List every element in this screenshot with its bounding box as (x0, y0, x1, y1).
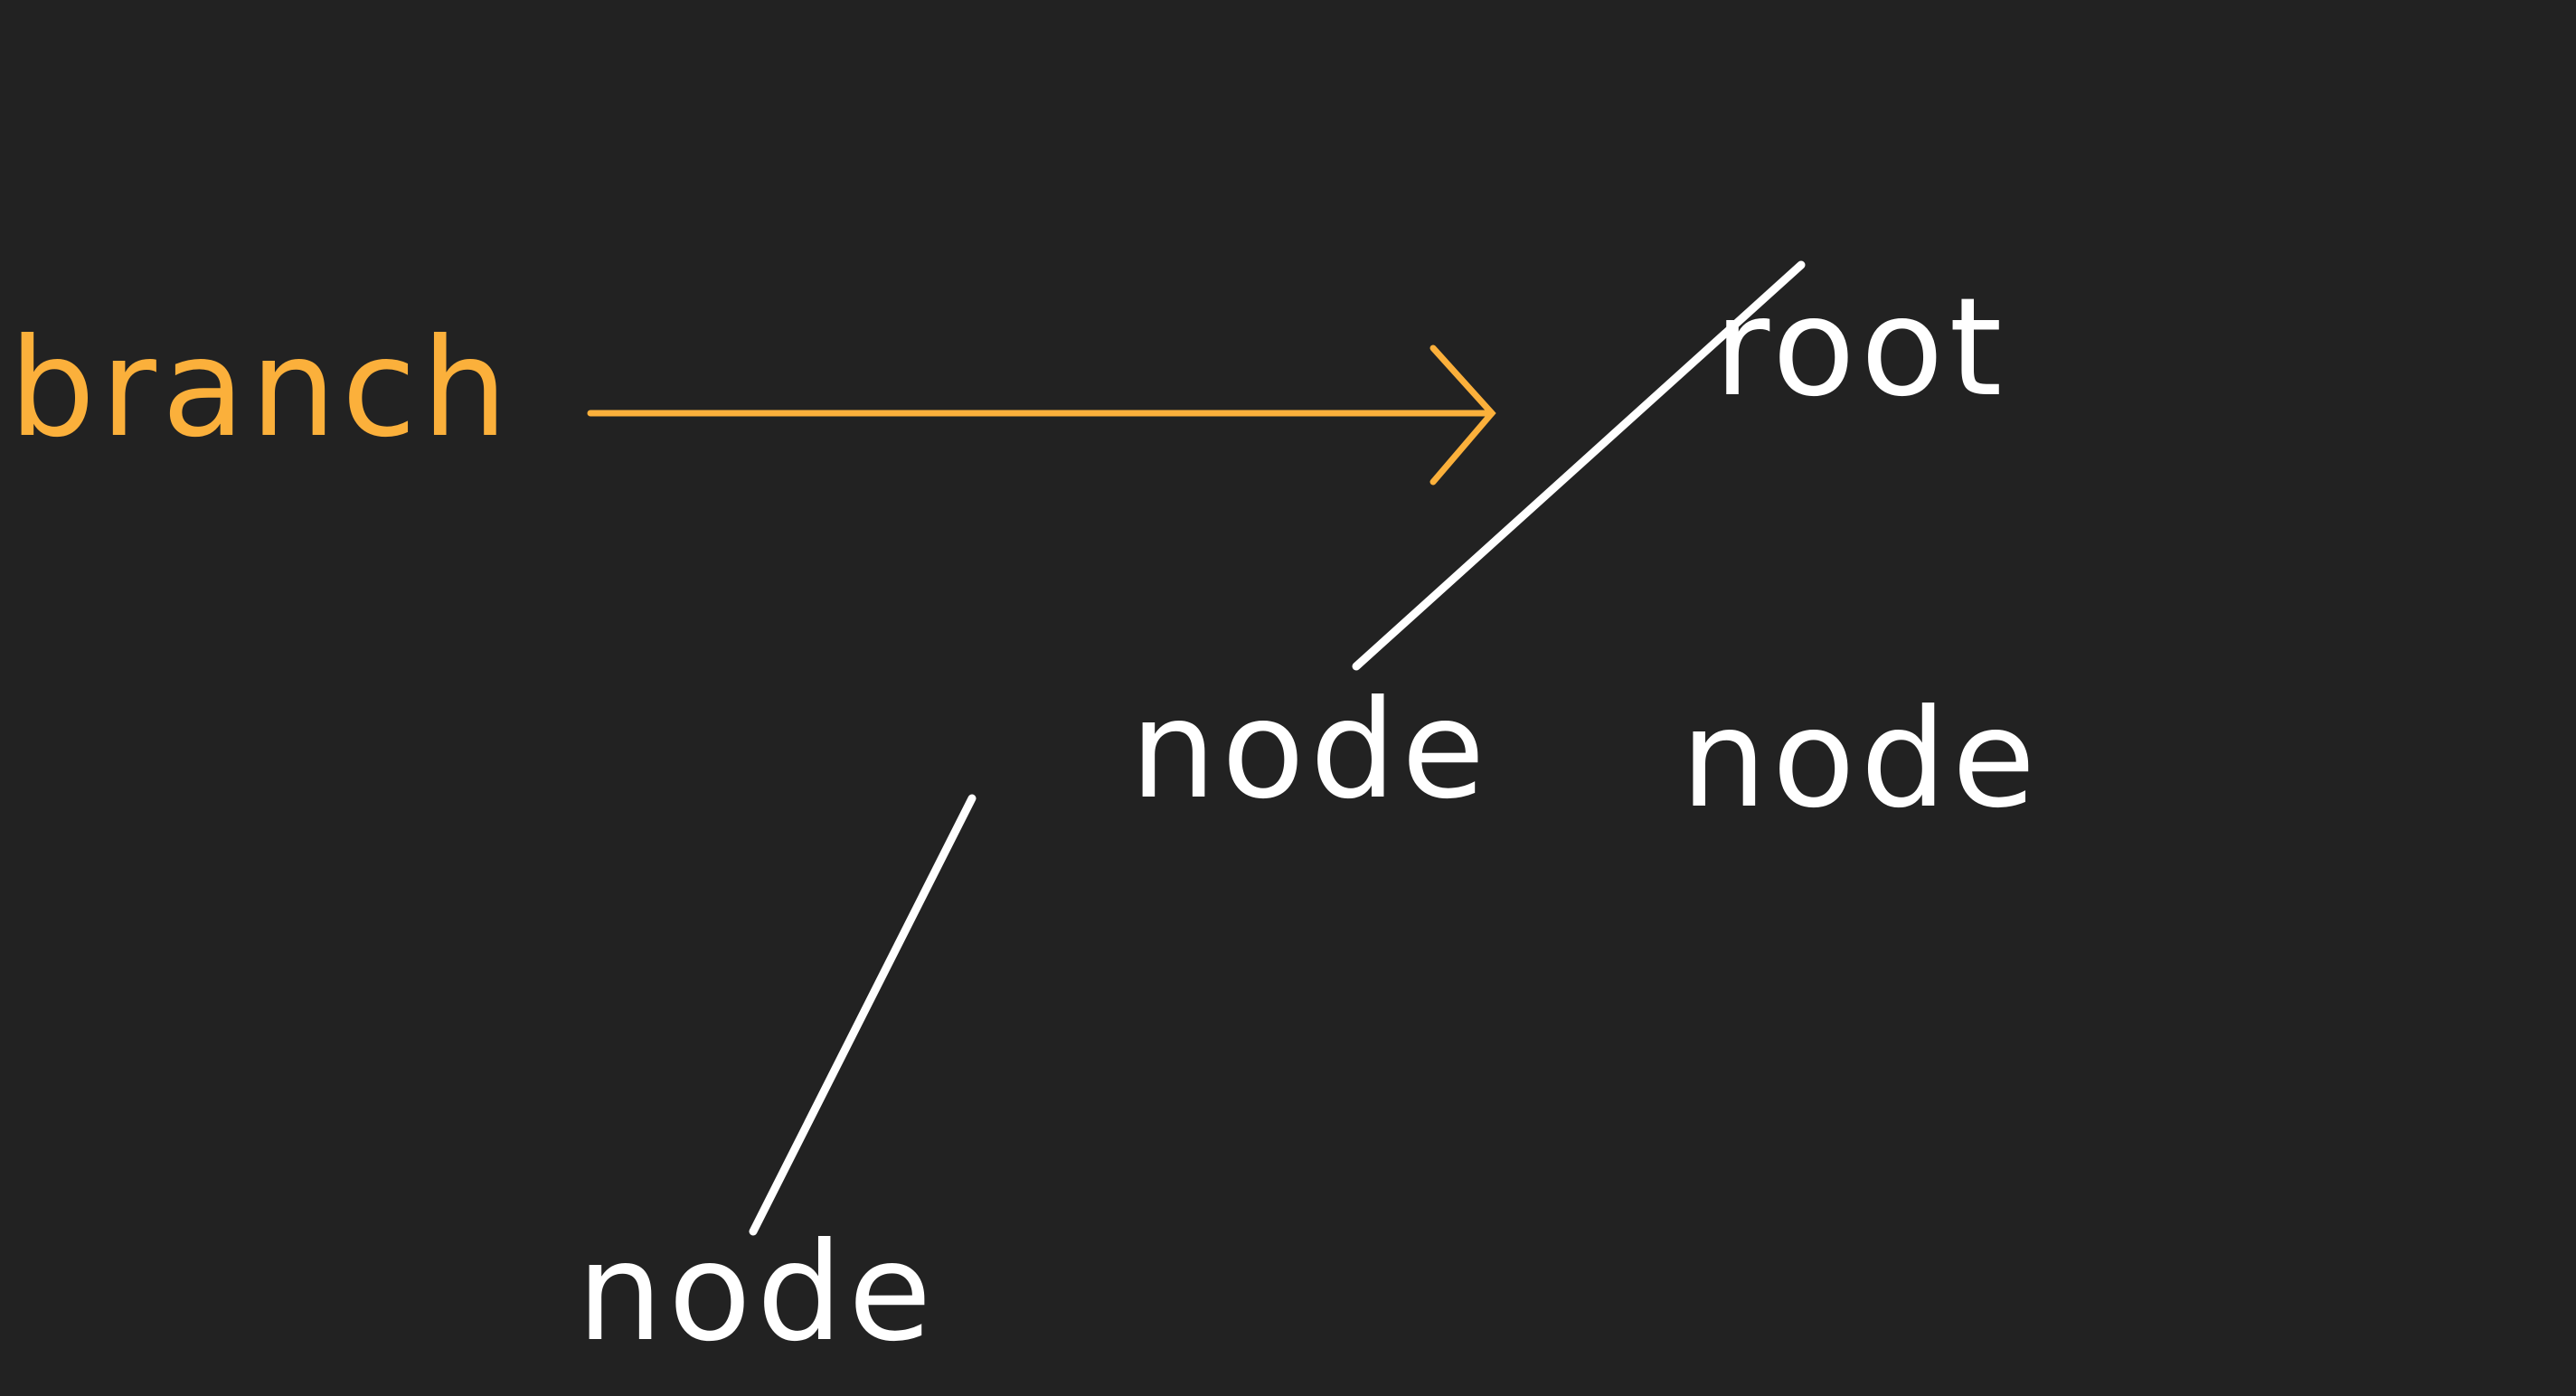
root-node-label-line-2: node (1680, 680, 2042, 838)
edge-middle-to-root (1352, 260, 1806, 671)
middle-node-label: node (1130, 672, 1491, 829)
leaf-node-label: node (577, 1214, 938, 1372)
root-node-label-line-1: root (1713, 269, 2008, 427)
edge-leaf-to-middle (749, 794, 977, 1236)
root-node-label: root node (1662, 7, 2060, 1100)
branch-annotation-label: branch (9, 310, 514, 467)
branch-arrow-head-icon (1430, 344, 1496, 486)
